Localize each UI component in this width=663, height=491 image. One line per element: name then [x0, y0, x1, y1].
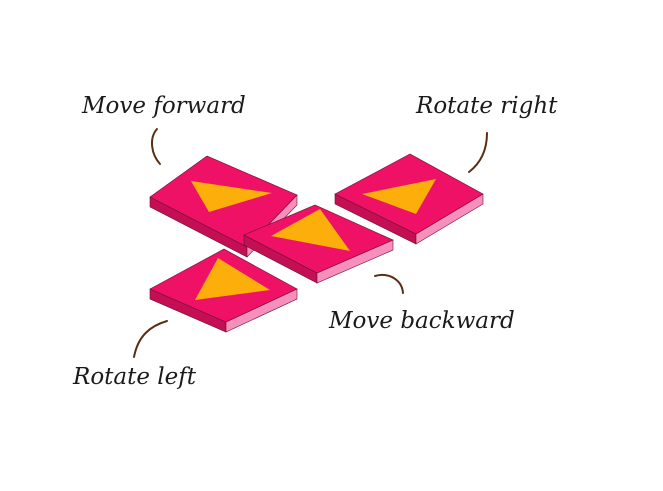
callout-line-rotate-right [468, 132, 488, 173]
label-rotate-right: Rotate right [415, 93, 558, 119]
move-backward-arrow-icon [271, 209, 350, 251]
tile-rotate-left[interactable] [149, 248, 298, 333]
callout-line-move-backward [374, 274, 404, 294]
tile-move-backward[interactable] [243, 204, 394, 284]
label-move-forward: Move forward [81, 93, 246, 119]
rotate-left-arrow-icon [195, 258, 270, 300]
tile-rotate-right[interactable] [334, 153, 484, 245]
rotate-right-arrow-icon [362, 179, 436, 214]
callout-line-move-forward [151, 128, 161, 165]
label-move-backward: Move backward [328, 308, 515, 334]
move-forward-arrow-icon [191, 181, 272, 212]
label-rotate-left: Rotate left [72, 364, 197, 390]
callout-line-rotate-left [133, 320, 168, 358]
